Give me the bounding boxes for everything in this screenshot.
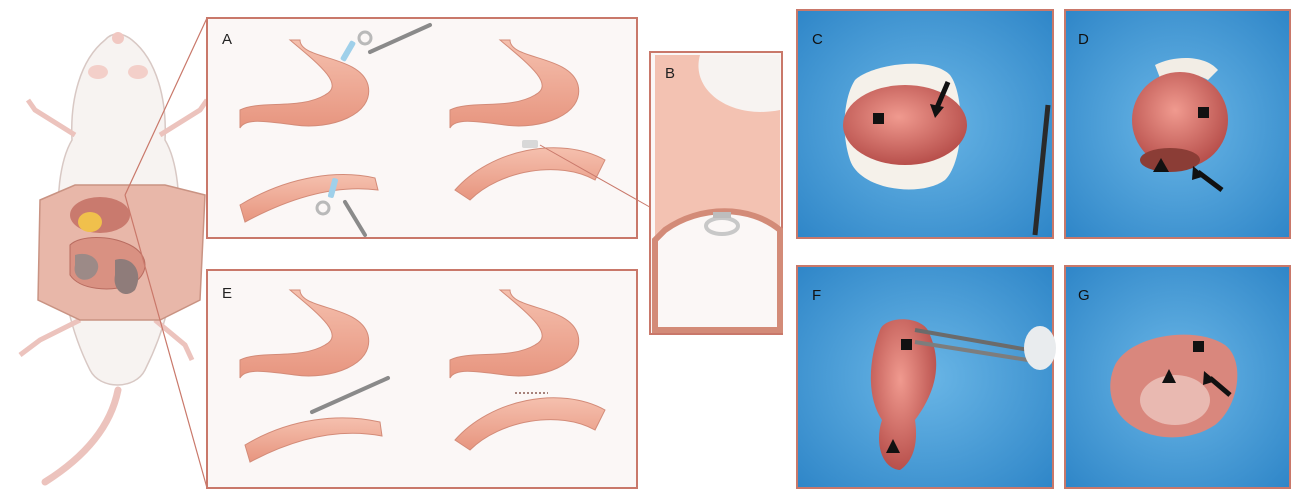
rat-illustration xyxy=(20,18,207,488)
photo-f-glove xyxy=(1024,326,1056,370)
photo-c-square-marker xyxy=(873,113,884,124)
photo-d-square-marker xyxy=(1198,107,1209,118)
panel-e-frame xyxy=(207,270,637,488)
panel-e xyxy=(207,270,637,488)
photo-f xyxy=(797,266,1056,488)
panel-b xyxy=(650,52,782,334)
rat-ear-left xyxy=(88,65,108,79)
photo-f-label: F xyxy=(812,287,821,304)
photo-d xyxy=(1065,10,1290,238)
rat-ear-right xyxy=(128,65,148,79)
rat-paw-hind-right xyxy=(155,320,192,360)
photo-d-organ-lower xyxy=(1140,148,1200,172)
rat-paw-front-left xyxy=(28,100,75,135)
rat-nose xyxy=(112,32,124,44)
photo-c xyxy=(797,10,1053,238)
rat-paw-hind-left xyxy=(20,320,80,355)
panel-a-label: A xyxy=(222,31,232,48)
photo-g xyxy=(1065,266,1290,488)
panel-e-label: E xyxy=(222,285,232,302)
photo-c-organ xyxy=(843,85,967,165)
panel-b-label: B xyxy=(665,65,675,82)
photo-g-label: G xyxy=(1078,287,1090,304)
panel-b-lumen xyxy=(655,211,780,330)
rat-stomach-yellow xyxy=(78,212,102,232)
panel-a xyxy=(207,18,655,238)
photo-f-square-marker xyxy=(901,339,912,350)
rat-tail xyxy=(45,390,118,482)
panel-b-device xyxy=(713,212,731,218)
photo-c-label: C xyxy=(812,31,823,48)
photo-d-label: D xyxy=(1078,31,1089,48)
panel-a-device xyxy=(522,140,538,148)
rat-liver xyxy=(70,197,130,233)
photo-g-square-marker xyxy=(1193,341,1204,352)
